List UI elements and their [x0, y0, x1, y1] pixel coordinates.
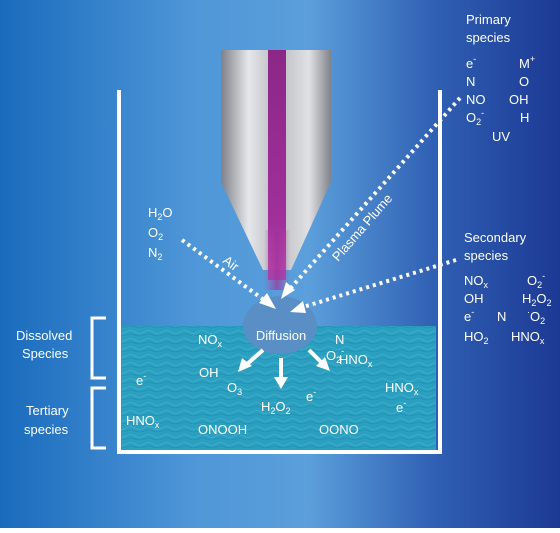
liquid-onooh: ONOOH [198, 422, 247, 437]
liquid-oh: OH [199, 365, 219, 380]
primary-arrow-head [281, 282, 295, 299]
dissolved-bracket: Dissolved Species [16, 316, 106, 380]
plasma-glow [264, 230, 290, 290]
primary-oh: OH [509, 92, 529, 107]
air-arrow-head [259, 293, 276, 309]
secondary-h2o2: H2O2 [522, 291, 552, 308]
liquid-hnox-3: HNOx [126, 413, 160, 430]
primary-no: NO [466, 92, 486, 107]
secondary-heading-2: species [464, 248, 509, 263]
liquid-e-2: e- [306, 387, 316, 404]
secondary-e: e- [464, 307, 474, 324]
primary-o: O [519, 74, 529, 89]
secondary-ho2: HO2 [464, 329, 489, 346]
dissolved-label-1: Dissolved [16, 328, 72, 343]
secondary-heading-1: Secondary [464, 230, 527, 245]
liquid-oono: OONO [319, 422, 359, 437]
dissolved-label-2: Species [22, 346, 69, 361]
liquid-e-3: e- [396, 398, 406, 415]
secondary-arrow-head [290, 301, 306, 313]
liquid-o2minus: O2- [326, 346, 344, 365]
secondary-hnox: HNOx [511, 329, 545, 346]
diffusion-label: Diffusion [256, 328, 306, 343]
primary-h: H [520, 110, 529, 125]
primary-uv: UV [492, 129, 510, 144]
secondary-species: Secondary species NOx O2- OH H2O2 e- N ·… [464, 230, 552, 346]
secondary-oh: OH [464, 291, 484, 306]
gas-o2: O2 [148, 225, 163, 242]
liquid-hnox-1: HNOx [339, 352, 373, 369]
liquid-species: NOx N HNOx OH O2- e- O3 HNOx e- H2O2 e- … [126, 332, 419, 437]
secondary-n: N [497, 309, 506, 324]
secondary-o2minus: O2- [527, 271, 545, 290]
tertiary-label-1: Tertiary [26, 403, 69, 418]
tertiary-bracket: Tertiary species [24, 386, 106, 450]
primary-arrow-line [286, 96, 462, 293]
liquid-arrows [238, 348, 330, 389]
primary-m: M+ [519, 54, 535, 71]
liquid-h2o2: H2O2 [261, 399, 291, 416]
liquid-nox: NOx [198, 332, 223, 349]
primary-n: N [466, 74, 475, 89]
primary-e: e- [466, 54, 476, 71]
liquid-o3: O3 [227, 380, 242, 397]
gas-n2: N2 [148, 245, 162, 262]
tertiary-label-2: species [24, 422, 69, 437]
primary-species: Primary species e- M+ N O NO OH O2- H UV [466, 12, 535, 144]
plasma-core [268, 50, 286, 280]
liquid-n: N [335, 332, 344, 347]
liquid-e-1: e- [136, 371, 146, 388]
liquid-hnox-2: HNOx [385, 380, 419, 397]
secondary-nox: NOx [464, 273, 489, 290]
primary-o2: O2- [466, 108, 484, 127]
gas-h2o: H2O [148, 205, 173, 222]
primary-heading-1: Primary [466, 12, 511, 27]
primary-heading-2: species [466, 30, 511, 45]
secondary-1o2: ·O2 [527, 307, 545, 326]
beaker-walls [117, 90, 442, 454]
